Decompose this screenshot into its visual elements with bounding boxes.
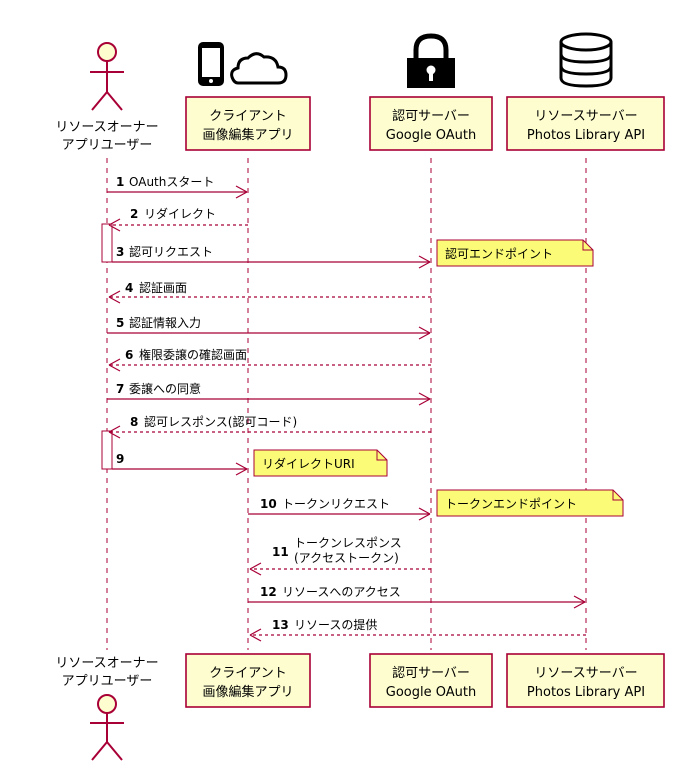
svg-text:リソースへのアクセス: リソースへのアクセス (282, 585, 401, 599)
actor-label-bottom-line2: アプリユーザー (62, 674, 153, 689)
participant-resource-bottom-line1: リソースサーバー (534, 666, 637, 681)
message-3: 3 認可リクエスト (112, 244, 431, 269)
message-6: 6 権限委譲の確認画面 (108, 347, 431, 372)
participant-auth-top-line2: Google OAuth (386, 128, 476, 143)
note-token-endpoint: トークンエンドポイント (436, 489, 624, 517)
actor-label-top-line2: アプリユーザー (62, 138, 153, 153)
activation-bar-1 (101, 223, 113, 263)
svg-text:8: 8 (130, 415, 138, 429)
participant-auth-bottom-line1: 認可サーバー (392, 665, 470, 681)
svg-text:認可レスポンス(認可コード): 認可レスポンス(認可コード) (144, 414, 297, 429)
database-icon (559, 32, 613, 88)
svg-text:3: 3 (116, 245, 124, 259)
svg-text:(アクセストークン): (アクセストークン) (294, 551, 399, 565)
mobile-cloud-icon (198, 42, 288, 86)
svg-text:認可エンドポイント: 認可エンドポイント (445, 246, 553, 261)
note-redirect-uri: リダイレクトURI (253, 449, 388, 477)
participant-client-bottom-line1: クライアント (209, 666, 286, 681)
svg-text:5: 5 (116, 316, 124, 330)
message-13: 13 リソースの提供 (249, 617, 586, 642)
svg-text:4: 4 (125, 281, 133, 295)
participant-resource-bottom-line2: Photos Library API (527, 685, 645, 700)
svg-text:1: 1 (116, 175, 124, 189)
participant-auth-top-line1: 認可サーバー (392, 108, 470, 124)
note-authorization-endpoint: 認可エンドポイント (436, 239, 594, 267)
participant-auth-bottom-line2: Google OAuth (386, 685, 476, 700)
participant-client-top-line1: クライアント (209, 109, 286, 124)
svg-text:リダイレクトURI: リダイレクトURI (262, 456, 355, 471)
svg-text:トークンエンドポイント: トークンエンドポイント (445, 497, 577, 511)
participant-client-bottom (185, 653, 311, 708)
participant-client-bottom-line2: 画像編集アプリ (202, 684, 293, 700)
svg-text:認証情報入力: 認証情報入力 (129, 315, 201, 330)
message-5: 5 認証情報入力 (107, 315, 431, 340)
svg-text:2: 2 (130, 207, 138, 221)
participant-resource-top-line1: リソースサーバー (534, 109, 637, 124)
svg-text:9: 9 (116, 452, 124, 466)
message-8: 8 認可レスポンス(認可コード) (108, 414, 431, 439)
participant-auth-bottom (369, 653, 493, 708)
message-2: 2 リダイレクト (108, 206, 248, 232)
svg-text:11: 11 (272, 545, 289, 559)
svg-text:トークンレスポンス: トークンレスポンス (294, 536, 402, 550)
actor-figure-top (90, 42, 124, 111)
svg-text:リダイレクト: リダイレクト (144, 206, 216, 221)
actor-figure-bottom (90, 694, 124, 761)
message-7: 7 委譲への同意 (107, 381, 431, 406)
svg-text:7: 7 (116, 382, 124, 396)
message-4: 4 認証画面 (108, 280, 431, 304)
svg-text:認可リクエスト: 認可リクエスト (129, 244, 213, 259)
svg-text:OAuthスタート: OAuthスタート (129, 175, 214, 189)
actor-label-bottom-line1: リソースオーナー (55, 656, 158, 671)
participant-client-top (185, 96, 311, 151)
svg-text:12: 12 (260, 585, 277, 599)
svg-text:委譲への同意: 委譲への同意 (129, 381, 201, 396)
svg-text:6: 6 (125, 348, 133, 362)
participant-client-top-line2: 画像編集アプリ (202, 127, 293, 143)
svg-text:10: 10 (260, 497, 277, 511)
activation-bar-2 (101, 430, 113, 470)
actor-label-top-line1: リソースオーナー (55, 120, 158, 135)
svg-text:権限委譲の確認画面: 権限委譲の確認画面 (139, 347, 247, 362)
participant-auth-top (369, 96, 493, 151)
participant-resource-bottom (506, 653, 665, 708)
message-9: 9 (112, 452, 248, 476)
message-11: 11 トークンレスポンス (アクセストークン) (249, 536, 431, 576)
message-12: 12 リソースへのアクセス (248, 585, 586, 609)
message-10: 10 トークンリクエスト (248, 497, 431, 521)
lock-icon (407, 33, 455, 88)
svg-text:13: 13 (272, 618, 289, 632)
svg-text:認証画面: 認証画面 (139, 280, 187, 295)
participant-resource-top-line2: Photos Library API (527, 128, 645, 143)
message-1: 1 OAuthスタート (107, 175, 248, 199)
participant-resource-top (506, 96, 665, 151)
svg-text:リソースの提供: リソースの提供 (294, 617, 377, 632)
svg-text:トークンリクエスト: トークンリクエスト (282, 497, 390, 511)
